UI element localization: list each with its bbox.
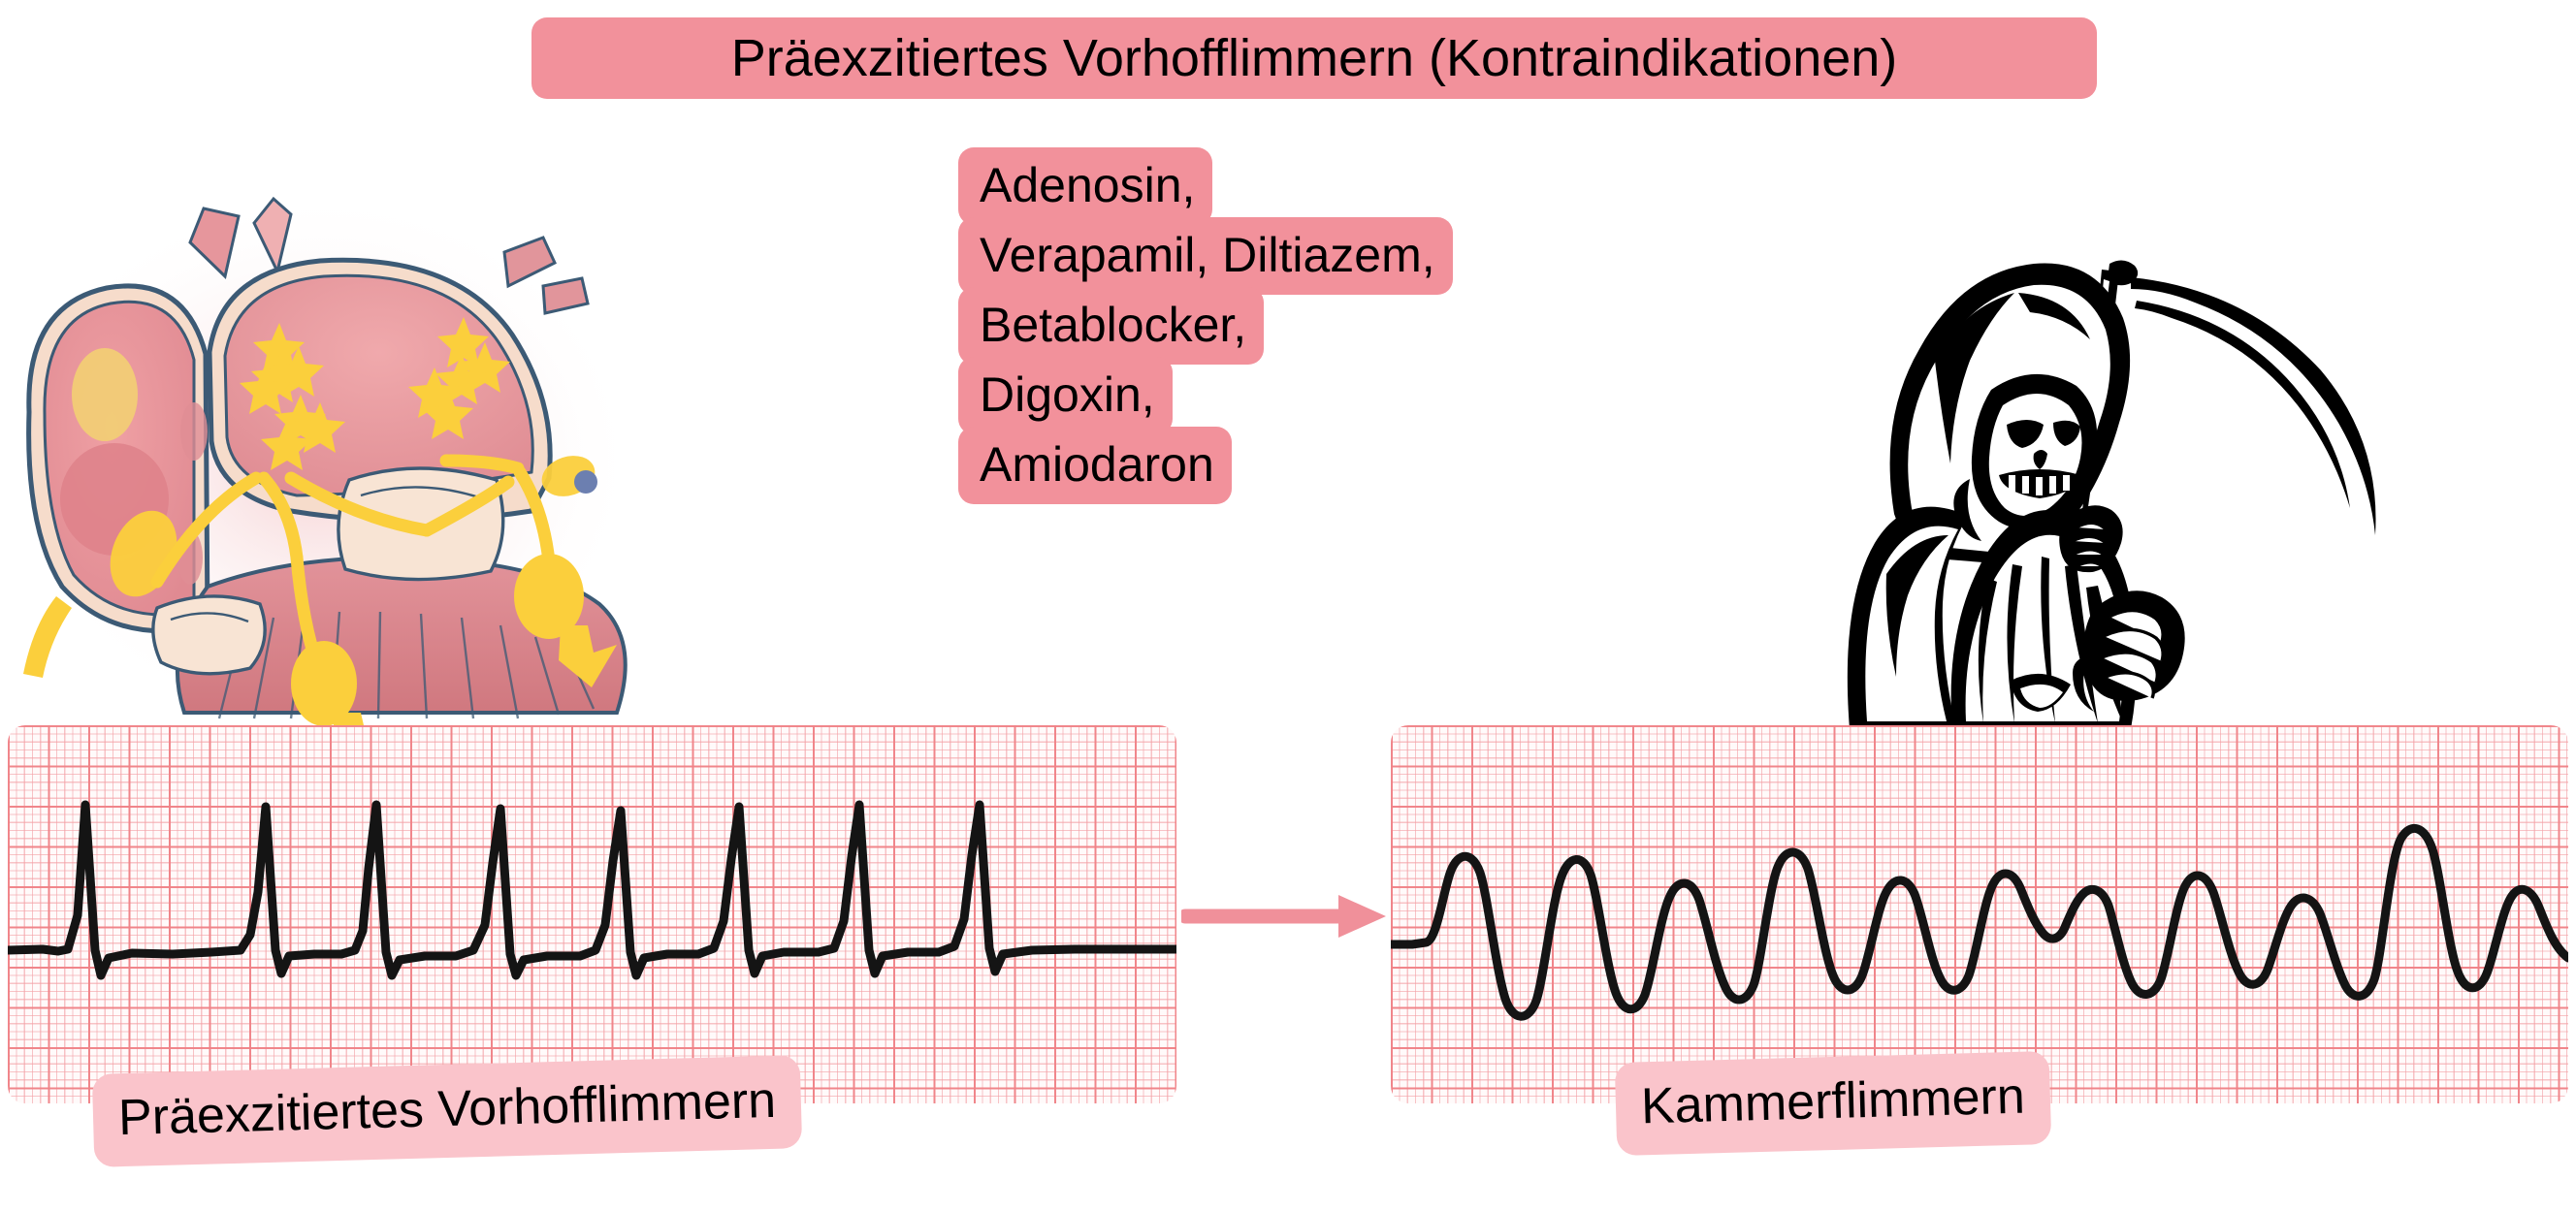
medication-line: Amiodaron — [958, 427, 1232, 504]
ecg-strip-ventricular-fibrillation — [1391, 725, 2568, 1103]
ecg-right-caption: Kammerflimmern — [1614, 1050, 2052, 1157]
degeneration-arrow-icon — [1181, 887, 1390, 945]
page-title: Präexzitiertes Vorhofflimmern (Kontraind… — [730, 29, 1898, 87]
medication-line: Betablocker, — [958, 287, 1265, 365]
ecg-strip-preexcited-af — [8, 725, 1176, 1103]
medication-line: Digoxin, — [958, 357, 1173, 434]
medication-line: Verapamil, Diltiazem, — [958, 217, 1453, 295]
heart-anatomy-illustration — [0, 170, 679, 737]
ecg-left-caption: Präexzitiertes Vorhofflimmern — [91, 1055, 803, 1167]
medication-line: Adenosin, — [958, 147, 1213, 225]
contraindicated-medications-block: Adenosin, Verapamil, Diltiazem, Betabloc… — [958, 147, 1657, 504]
page-title-banner: Präexzitiertes Vorhofflimmern (Kontraind… — [531, 17, 2097, 99]
grim-reaper-illustration — [1789, 225, 2391, 739]
